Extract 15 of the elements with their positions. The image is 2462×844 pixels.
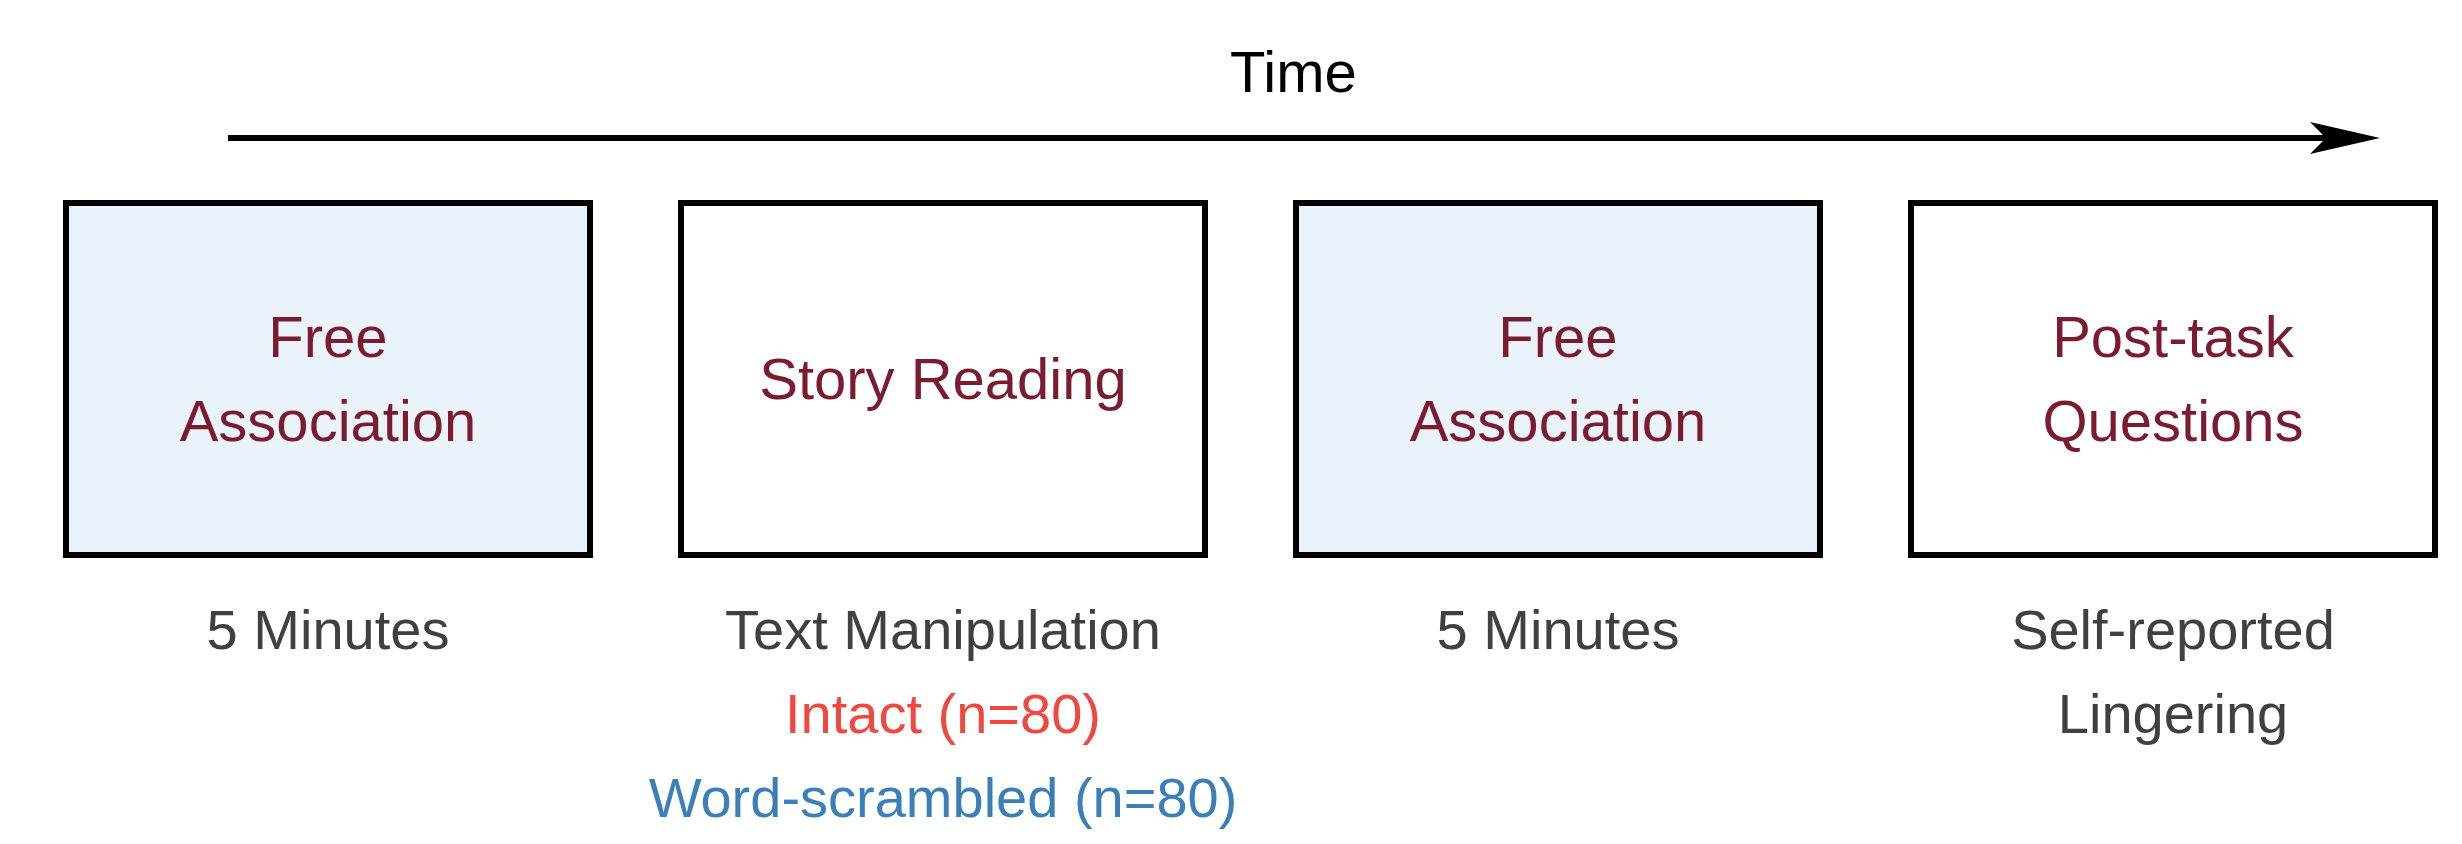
step-title: Post-task Questions — [2041, 302, 2305, 455]
condition-label: Intact (n=80) — [784, 681, 1102, 747]
step-caption: Text Manipulation — [724, 597, 1162, 663]
process-box — [678, 200, 1208, 558]
step-title: Story Reading — [759, 344, 1127, 413]
process-box — [1293, 200, 1823, 558]
condition-label: Word-scrambled (n=80) — [647, 765, 1239, 831]
process-box — [63, 200, 593, 558]
process-box — [1908, 200, 2438, 558]
step-title: Free Association — [178, 302, 478, 455]
step-caption: 5 Minutes — [205, 597, 451, 663]
axis-label: Time — [1230, 38, 1357, 105]
step-caption: 5 Minutes — [1435, 597, 1681, 663]
step-caption: Self-reported Lingering — [2010, 597, 2336, 747]
step-title: Free Association — [1408, 302, 1708, 455]
